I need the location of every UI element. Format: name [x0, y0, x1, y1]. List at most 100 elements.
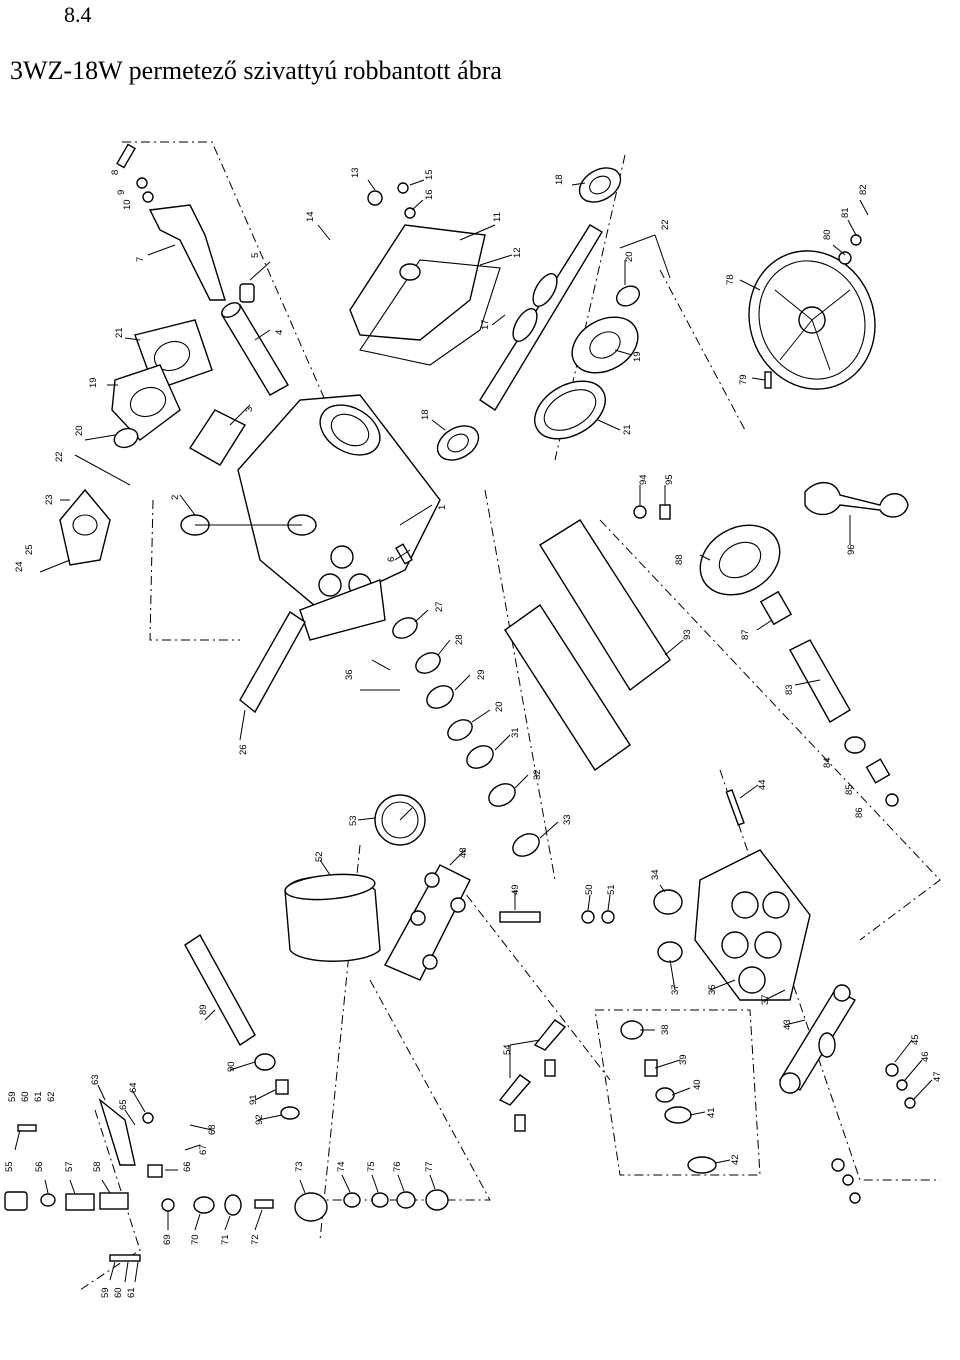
label-part-27: 27	[434, 601, 445, 612]
label-part-20b: 20	[74, 425, 85, 436]
label-part-11: 11	[492, 212, 503, 222]
label-part-52: 52	[314, 851, 325, 862]
label-part-84: 84	[822, 757, 833, 768]
label-part-78: 78	[725, 274, 736, 285]
section-number: 8.4	[64, 2, 92, 27]
label-part-81: 81	[840, 207, 851, 218]
label-part-15: 15	[424, 169, 435, 180]
label-part-20c: 20	[494, 701, 505, 712]
label-part-38: 38	[660, 1024, 671, 1035]
label-part-3: 3	[244, 407, 255, 412]
label-part-5: 5	[250, 253, 261, 258]
label-part-71: 71	[220, 1234, 231, 1245]
label-part-22a: 22	[660, 219, 671, 230]
air-chamber-gauge	[284, 794, 471, 981]
label-part-31: 31	[510, 727, 521, 738]
label-part-96: 96	[846, 544, 857, 555]
label-part-54: 54	[502, 1044, 513, 1055]
label-part-93: 93	[682, 629, 693, 640]
label-part-18a: 18	[554, 174, 565, 185]
mounting-brackets	[504, 504, 671, 771]
label-part-76: 76	[392, 1161, 403, 1172]
label-part-63: 63	[90, 1074, 101, 1085]
label-part-85: 85	[844, 784, 855, 795]
label-part-82: 82	[858, 184, 869, 195]
label-part-1: 1	[437, 505, 448, 510]
crankshaft	[436, 167, 622, 461]
label-part-51: 51	[606, 884, 617, 895]
label-part-77: 77	[424, 1161, 435, 1172]
pulley	[748, 234, 876, 390]
label-part-60a: 60	[20, 1091, 31, 1102]
pressure-lever	[779, 984, 856, 1094]
label-part-80: 80	[822, 229, 833, 240]
label-part-36: 36	[344, 669, 355, 680]
label-part-56: 56	[34, 1161, 45, 1172]
label-part-13: 13	[350, 167, 361, 178]
label-part-65: 65	[118, 1099, 129, 1110]
left-cover-group	[59, 319, 213, 566]
label-part-22b: 22	[54, 451, 65, 462]
label-part-46: 46	[920, 1051, 931, 1062]
label-part-44: 44	[757, 779, 768, 790]
label-part-21b: 21	[622, 424, 633, 435]
label-part-24: 24	[14, 561, 25, 572]
label-part-2: 2	[170, 495, 181, 500]
label-part-19a: 19	[632, 351, 643, 362]
label-part-16: 16	[424, 189, 435, 200]
plunger-pin-and-plate	[189, 302, 289, 466]
label-part-42: 42	[730, 1154, 741, 1165]
spray-valves	[498, 1019, 567, 1132]
label-part-59b: 59	[100, 1287, 111, 1298]
label-part-88: 88	[674, 554, 685, 565]
label-part-34: 34	[650, 869, 661, 880]
label-part-74: 74	[336, 1161, 347, 1172]
part-number-labels: 1 2 3 4 5 6 7 8 9 10 11 12 13 14 15 16 1…	[4, 167, 943, 1298]
wrench	[804, 481, 909, 518]
label-part-69: 69	[162, 1234, 173, 1245]
label-part-18b: 18	[420, 409, 431, 420]
label-part-50: 50	[584, 884, 595, 895]
label-part-59a: 59	[7, 1091, 18, 1102]
label-part-90: 90	[226, 1061, 237, 1072]
label-part-9: 9	[116, 190, 127, 195]
label-part-91: 91	[248, 1094, 259, 1105]
label-part-47: 47	[932, 1071, 943, 1082]
label-part-86: 86	[854, 807, 865, 818]
label-part-17: 17	[480, 319, 491, 330]
label-part-25: 25	[24, 544, 35, 555]
label-part-68: 68	[207, 1124, 218, 1135]
page-title: 3WZ-18W permetező szivattyú robbantott á…	[10, 56, 502, 85]
label-part-57: 57	[64, 1161, 75, 1172]
right-cover-group	[534, 285, 641, 440]
label-part-32: 32	[532, 769, 543, 780]
label-part-79: 79	[738, 374, 749, 385]
label-part-55: 55	[4, 1161, 15, 1172]
plunger-seals	[392, 543, 540, 857]
label-part-73: 73	[294, 1161, 305, 1172]
label-part-12: 12	[512, 247, 523, 258]
crankcase-cover	[349, 182, 501, 366]
label-part-23: 23	[44, 494, 55, 505]
label-part-62: 62	[46, 1091, 57, 1102]
label-part-33: 33	[562, 814, 573, 825]
label-part-6: 6	[386, 557, 397, 562]
label-part-89: 89	[198, 1004, 209, 1015]
valve-group	[620, 1020, 717, 1174]
label-part-20a: 20	[624, 251, 635, 262]
label-part-67: 67	[198, 1144, 209, 1155]
label-part-75: 75	[366, 1161, 377, 1172]
lower-handle	[184, 933, 300, 1120]
label-part-40: 40	[692, 1079, 703, 1090]
label-part-39: 39	[678, 1054, 689, 1065]
label-part-37b: 37	[760, 994, 771, 1005]
label-part-14: 14	[305, 211, 316, 222]
label-part-45: 45	[910, 1034, 921, 1045]
label-part-53: 53	[348, 815, 359, 826]
manifold	[653, 789, 811, 1001]
eccentric-bracket	[116, 143, 255, 303]
label-part-35: 35	[707, 984, 718, 995]
label-part-92: 92	[254, 1114, 265, 1125]
label-part-29: 29	[476, 669, 487, 680]
